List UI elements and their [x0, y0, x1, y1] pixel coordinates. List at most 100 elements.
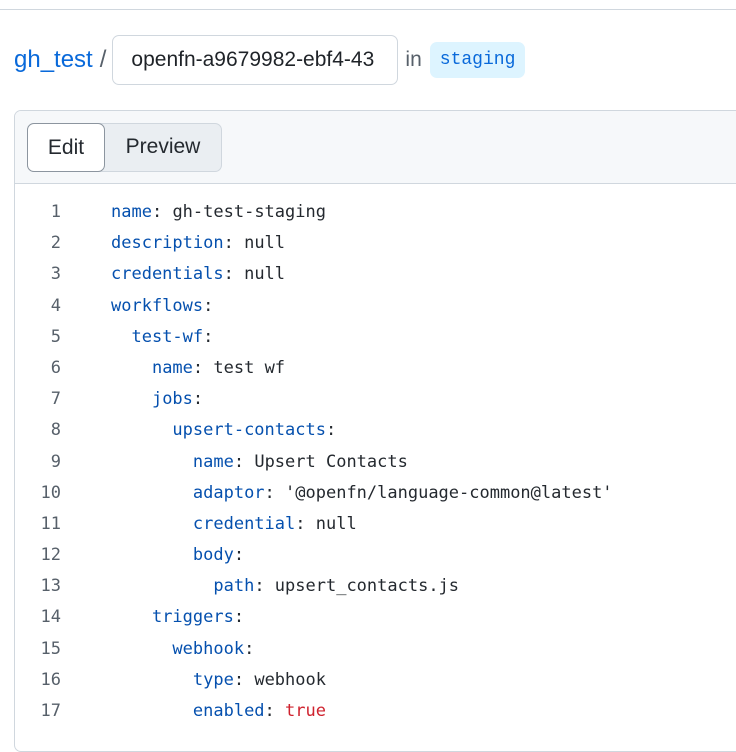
- yaml-key: adaptor: [192, 482, 265, 503]
- code-line: 10 adaptor: '@openfn/language-common@lat…: [15, 478, 736, 509]
- code-line: 11 credential: null: [15, 509, 736, 540]
- code-line: 7 jobs:: [15, 384, 736, 415]
- line-content: enabled: true: [61, 696, 326, 727]
- yaml-key: jobs: [151, 389, 193, 410]
- yaml-value: true: [285, 701, 326, 721]
- line-content: path: upsert_contacts.js: [61, 571, 459, 602]
- line-number: 7: [50, 389, 61, 410]
- indent: [111, 607, 152, 627]
- yaml-key: name: [151, 357, 193, 378]
- yaml-key: type: [192, 669, 234, 690]
- indent: [111, 545, 193, 565]
- yaml-key: name: [192, 451, 234, 472]
- indent: [111, 514, 193, 534]
- line-number: 2: [50, 233, 61, 254]
- yaml-value: gh-test-staging: [172, 202, 326, 222]
- line-content: test-wf:: [61, 322, 213, 353]
- line-number: 9: [50, 451, 61, 472]
- line-content: name: Upsert Contacts: [61, 447, 408, 478]
- branch-badge: staging: [429, 42, 526, 78]
- indent: [111, 483, 193, 503]
- line-content: body:: [61, 540, 244, 571]
- yaml-colon: :: [151, 202, 173, 222]
- line-number: 10: [40, 482, 61, 503]
- filename-input[interactable]: [112, 35, 399, 85]
- line-number: 11: [40, 513, 61, 534]
- indent: [111, 639, 172, 659]
- line-content: name: gh-test-staging: [61, 197, 326, 228]
- yaml-key: body: [192, 545, 234, 566]
- indent: [111, 389, 152, 409]
- yaml-key: credential: [192, 513, 296, 534]
- indent: [111, 327, 131, 347]
- indent: [111, 576, 213, 596]
- yaml-colon: :: [233, 545, 245, 566]
- line-number: 12: [40, 545, 61, 566]
- indent: [111, 420, 172, 440]
- yaml-colon: :: [325, 420, 337, 441]
- line-number: 6: [50, 357, 61, 378]
- line-content: adaptor: '@openfn/language-common@latest…: [61, 478, 613, 509]
- yaml-key: name: [111, 202, 152, 222]
- code-line: 12 body:: [15, 540, 736, 571]
- code-line: 15 webhook:: [15, 634, 736, 665]
- line-number: 17: [40, 701, 61, 721]
- yaml-colon: :: [244, 638, 255, 659]
- yaml-value: null: [244, 264, 286, 285]
- line-number: 5: [50, 326, 61, 347]
- code-line: 16 type: webhook: [15, 665, 736, 696]
- yaml-colon: :: [203, 295, 214, 316]
- yaml-value: null: [244, 233, 286, 254]
- path-separator: /: [99, 46, 107, 73]
- line-number: 13: [40, 576, 61, 597]
- line-number: 16: [40, 669, 61, 690]
- yaml-colon: :: [192, 389, 204, 410]
- yaml-key: webhook: [172, 638, 245, 659]
- yaml-key: credentials: [111, 264, 224, 285]
- yaml-key: upsert-contacts: [172, 420, 326, 441]
- line-number: 8: [50, 420, 61, 441]
- yaml-key: test-wf: [131, 326, 204, 347]
- code-line: 9 name: Upsert Contacts: [15, 447, 736, 478]
- yaml-colon: :: [233, 669, 255, 690]
- code-line: 8 upsert-contacts:: [15, 415, 736, 446]
- line-number: 3: [50, 264, 61, 285]
- yaml-colon: :: [264, 482, 286, 503]
- in-label: in: [405, 48, 422, 71]
- yaml-colon: :: [264, 701, 286, 721]
- repo-link[interactable]: gh_test: [14, 46, 93, 73]
- line-content: credential: null: [61, 509, 357, 540]
- yaml-value: '@openfn/language-common@latest': [285, 482, 613, 503]
- indent: [111, 670, 193, 690]
- line-content: description: null: [61, 228, 285, 259]
- line-content: upsert-contacts:: [61, 415, 336, 446]
- yaml-value: Upsert Contacts: [254, 451, 408, 472]
- line-content: webhook:: [61, 634, 254, 665]
- yaml-colon: :: [295, 513, 316, 534]
- line-content: jobs:: [61, 384, 203, 415]
- line-number: 14: [40, 607, 61, 628]
- yaml-key: path: [213, 576, 255, 597]
- line-number: 4: [50, 295, 61, 316]
- line-content: credentials: null: [61, 259, 285, 290]
- line-number: 15: [40, 638, 61, 659]
- yaml-key: enabled: [192, 701, 265, 721]
- yaml-colon: :: [223, 233, 245, 254]
- tab-preview[interactable]: Preview: [125, 135, 201, 158]
- yaml-key: workflows: [111, 295, 204, 316]
- line-content: triggers:: [61, 602, 244, 633]
- line-content: name: test wf: [61, 353, 285, 384]
- code-line: 5 test-wf:: [15, 322, 736, 353]
- indent: [111, 701, 193, 721]
- yaml-key: description: [111, 233, 224, 254]
- yaml-colon: :: [254, 576, 275, 597]
- line-content: workflows:: [61, 291, 213, 322]
- yaml-colon: :: [203, 326, 214, 347]
- yaml-colon: :: [223, 264, 245, 285]
- tab-edit[interactable]: Edit: [27, 123, 105, 172]
- indent: [111, 452, 193, 472]
